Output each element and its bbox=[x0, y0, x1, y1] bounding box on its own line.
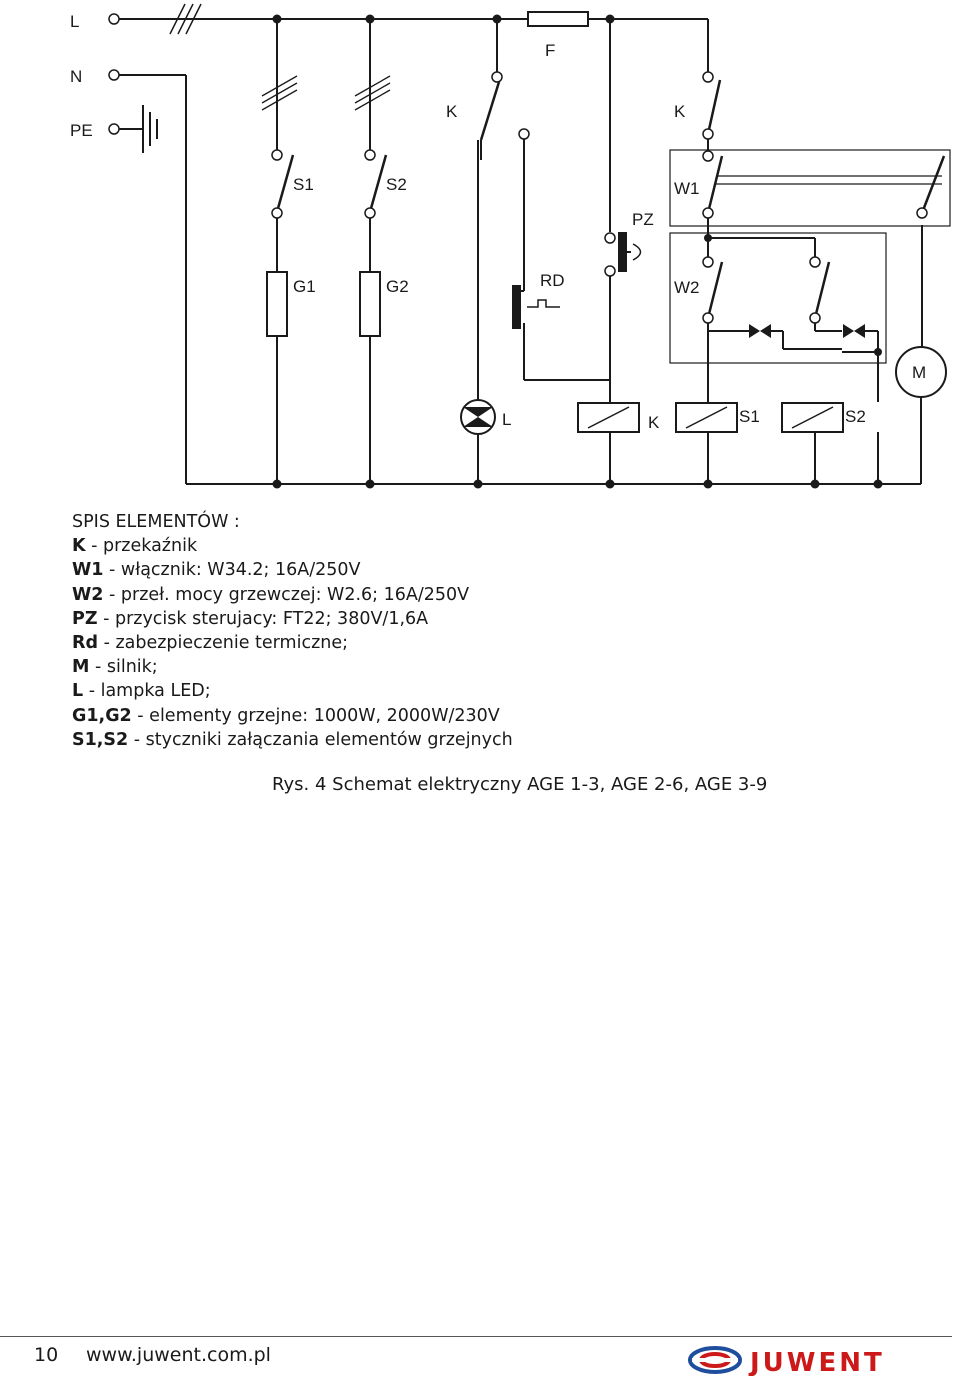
legend-item: PZ - przycisk sterujacy: FT22; 380V/1,6A bbox=[72, 608, 429, 629]
heater-g1 bbox=[266, 271, 288, 337]
coil-s2 bbox=[781, 402, 844, 433]
label-coil-s2: S2 bbox=[845, 407, 866, 426]
logo-wordmark: JUWENT bbox=[748, 1348, 885, 1376]
legend-item: W1 - włącznik: W34.2; 16A/250V bbox=[72, 560, 361, 581]
label-k2: K bbox=[674, 102, 686, 121]
label-n: N bbox=[70, 67, 82, 86]
label-coil-k: K bbox=[648, 413, 660, 432]
led-lamp bbox=[460, 399, 496, 435]
label-motor: M bbox=[912, 363, 926, 382]
label-s2: S2 bbox=[386, 175, 407, 194]
label-pe: PE bbox=[70, 121, 93, 140]
label-lamp: L bbox=[502, 410, 511, 429]
legend-item: Rd - zabezpieczenie termiczne; bbox=[72, 633, 349, 654]
figure-caption: Rys. 4 Schemat elektryczny AGE 1-3, AGE … bbox=[272, 774, 768, 795]
label-s1: S1 bbox=[293, 175, 314, 194]
label-pz: PZ bbox=[632, 210, 654, 229]
footer-divider bbox=[0, 1336, 952, 1337]
fuse-f bbox=[527, 11, 589, 27]
coil-k bbox=[577, 402, 640, 433]
page-number: 10 bbox=[34, 1344, 59, 1366]
legend-item: L - lampka LED; bbox=[72, 681, 211, 702]
legend-item: G1,G2 - elementy grzejne: 1000W, 2000W/2… bbox=[72, 705, 500, 726]
label-l: L bbox=[70, 12, 79, 31]
coil-s1 bbox=[675, 402, 738, 433]
legend-item: M - silnik; bbox=[72, 657, 158, 678]
logo-emblem-icon bbox=[688, 1346, 742, 1374]
label-w1: W1 bbox=[674, 179, 700, 198]
legend-item: S1,S2 - styczniki załączania elementów g… bbox=[72, 729, 513, 750]
wiring-diagram: L N PE F K K S1 S2 G1 G2 RD PZ W1 W2 M L… bbox=[70, 3, 951, 489]
website-link[interactable]: www.juwent.com.pl bbox=[86, 1344, 271, 1366]
heater-g2 bbox=[359, 271, 381, 337]
label-rd: RD bbox=[540, 271, 565, 290]
component-legend: SPIS ELEMENTÓW : K - przekaźnik W1 - włą… bbox=[72, 510, 513, 752]
label-k1: K bbox=[446, 102, 458, 121]
w2-box bbox=[669, 232, 887, 364]
w1-box bbox=[669, 149, 951, 227]
legend-title: SPIS ELEMENTÓW : bbox=[72, 512, 240, 532]
juwent-logo: JUWENT bbox=[688, 1346, 885, 1376]
label-g1: G1 bbox=[293, 277, 316, 296]
legend-item: K - przekaźnik bbox=[72, 536, 198, 557]
legend-item: W2 - przeł. mocy grzewczej: W2.6; 16A/25… bbox=[72, 584, 470, 605]
label-fuse: F bbox=[545, 41, 555, 60]
label-coil-s1: S1 bbox=[739, 407, 760, 426]
label-g2: G2 bbox=[386, 277, 409, 296]
label-w2: W2 bbox=[674, 278, 700, 297]
